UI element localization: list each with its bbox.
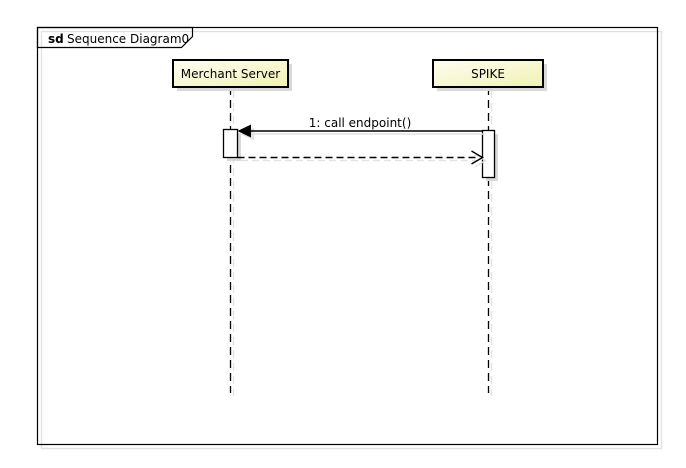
merchant-server-name: Merchant Server	[181, 67, 281, 81]
filled-arrowhead-icon	[237, 124, 251, 138]
activation-bar-spike[interactable]	[481, 129, 496, 179]
frame-tab[interactable]: sd Sequence Diagram0	[36, 26, 194, 49]
spike-head-box	[432, 59, 544, 88]
activation-bar-merchant-server[interactable]	[222, 128, 239, 159]
open-arrowhead-icon	[471, 150, 484, 165]
message-call-label: 1: call endpoint()	[309, 116, 412, 130]
lifeline-head-spike[interactable]: SPIKE	[432, 59, 547, 91]
lifeline-head-merchant-server[interactable]: Merchant Server	[172, 59, 292, 91]
frame-shadow	[40, 30, 663, 450]
diagram-frame	[36, 26, 659, 446]
frame-keyword: sd	[48, 32, 64, 46]
frame-tab-shape	[36, 26, 194, 49]
merchant-server-head-box	[172, 59, 289, 88]
spike-name: SPIKE	[471, 67, 505, 81]
message-call[interactable]: 1: call endpoint()	[237, 116, 486, 141]
message-reply[interactable]	[237, 150, 487, 168]
frame-title: Sequence Diagram0	[67, 32, 189, 46]
message-reply-arrowhead-shadow	[474, 153, 487, 168]
